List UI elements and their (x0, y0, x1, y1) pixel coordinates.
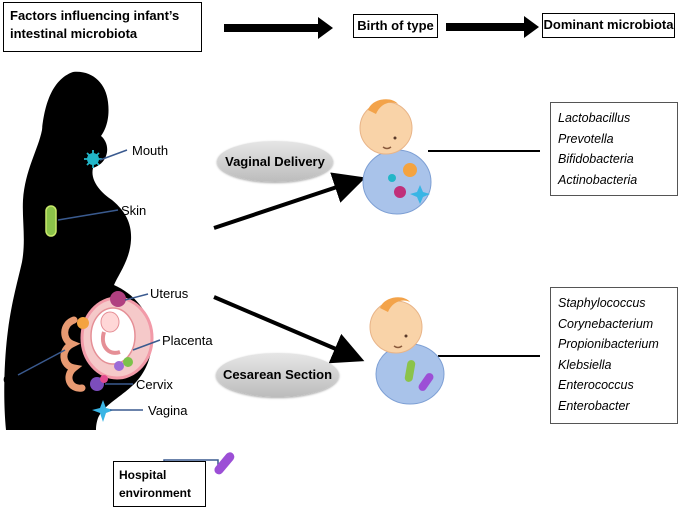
cesarean-microbiota-list: Staphylococcus Corynebacterium Propionib… (550, 287, 678, 424)
uterus-fetus-icon (77, 291, 154, 380)
label-mouth: Mouth (132, 143, 169, 158)
hospital-environment-text: Hospital environment (119, 468, 192, 500)
label-placenta: Placenta (162, 333, 213, 348)
label-vagina: Vagina (148, 403, 188, 418)
label-uterus: Uterus (150, 286, 189, 301)
list-item: Actinobacteria (558, 172, 638, 187)
header-dominant-box: Dominant microbiota (542, 13, 675, 38)
header-arrow-2 (446, 16, 539, 38)
hospital-environment-box: Hospital environment (113, 461, 206, 507)
arrow-to-cesarean-baby (213, 295, 365, 364)
list-item: Prevotella (558, 131, 614, 146)
list-item: Propionibacterium (558, 337, 659, 351)
list-item: Lactobacillus (558, 111, 631, 125)
header-factors-box: Factors influencing infant’s intestinal … (3, 2, 202, 52)
vaginal-delivery-badge: Vaginal Delivery (217, 141, 333, 182)
mouth-microbe-icon (84, 150, 102, 168)
list-item: Bifidobacteria (558, 152, 634, 166)
list-item: Klebsiella (558, 357, 612, 372)
list-item: Staphylococcus (558, 296, 646, 310)
header-birth-type-box: Birth of type (353, 14, 438, 38)
list-item: Enterobacter (558, 398, 630, 413)
hospital-bacterium-icon (214, 452, 235, 475)
vagina-microbe-icon (92, 400, 114, 422)
skin-microbe-icon (45, 205, 57, 237)
header-arrow-1 (224, 17, 333, 39)
label-cervix: Cervix (136, 377, 173, 392)
label-gut: Gut (3, 372, 24, 387)
header-factors-text: Factors influencing infant’s intestinal … (10, 8, 180, 41)
gut-intestine-icon (60, 316, 86, 392)
label-skin: Skin (121, 203, 147, 218)
vaginal-baby-icon (359, 99, 432, 215)
list-item: Corynebacterium (558, 316, 654, 331)
cesarean-section-badge: Cesarean Section (216, 353, 339, 397)
vaginal-microbiota-list: Lactobacillus Prevotella Bifidobacteria … (550, 102, 678, 196)
list-item: Enterococcus (558, 378, 634, 392)
cesarean-baby-icon (369, 297, 445, 405)
header-birth-type-text: Birth of type (357, 18, 434, 33)
header-dominant-text: Dominant microbiota (543, 17, 674, 32)
site-connector-lines (17, 149, 161, 411)
arrow-to-vaginal-baby (213, 172, 366, 230)
